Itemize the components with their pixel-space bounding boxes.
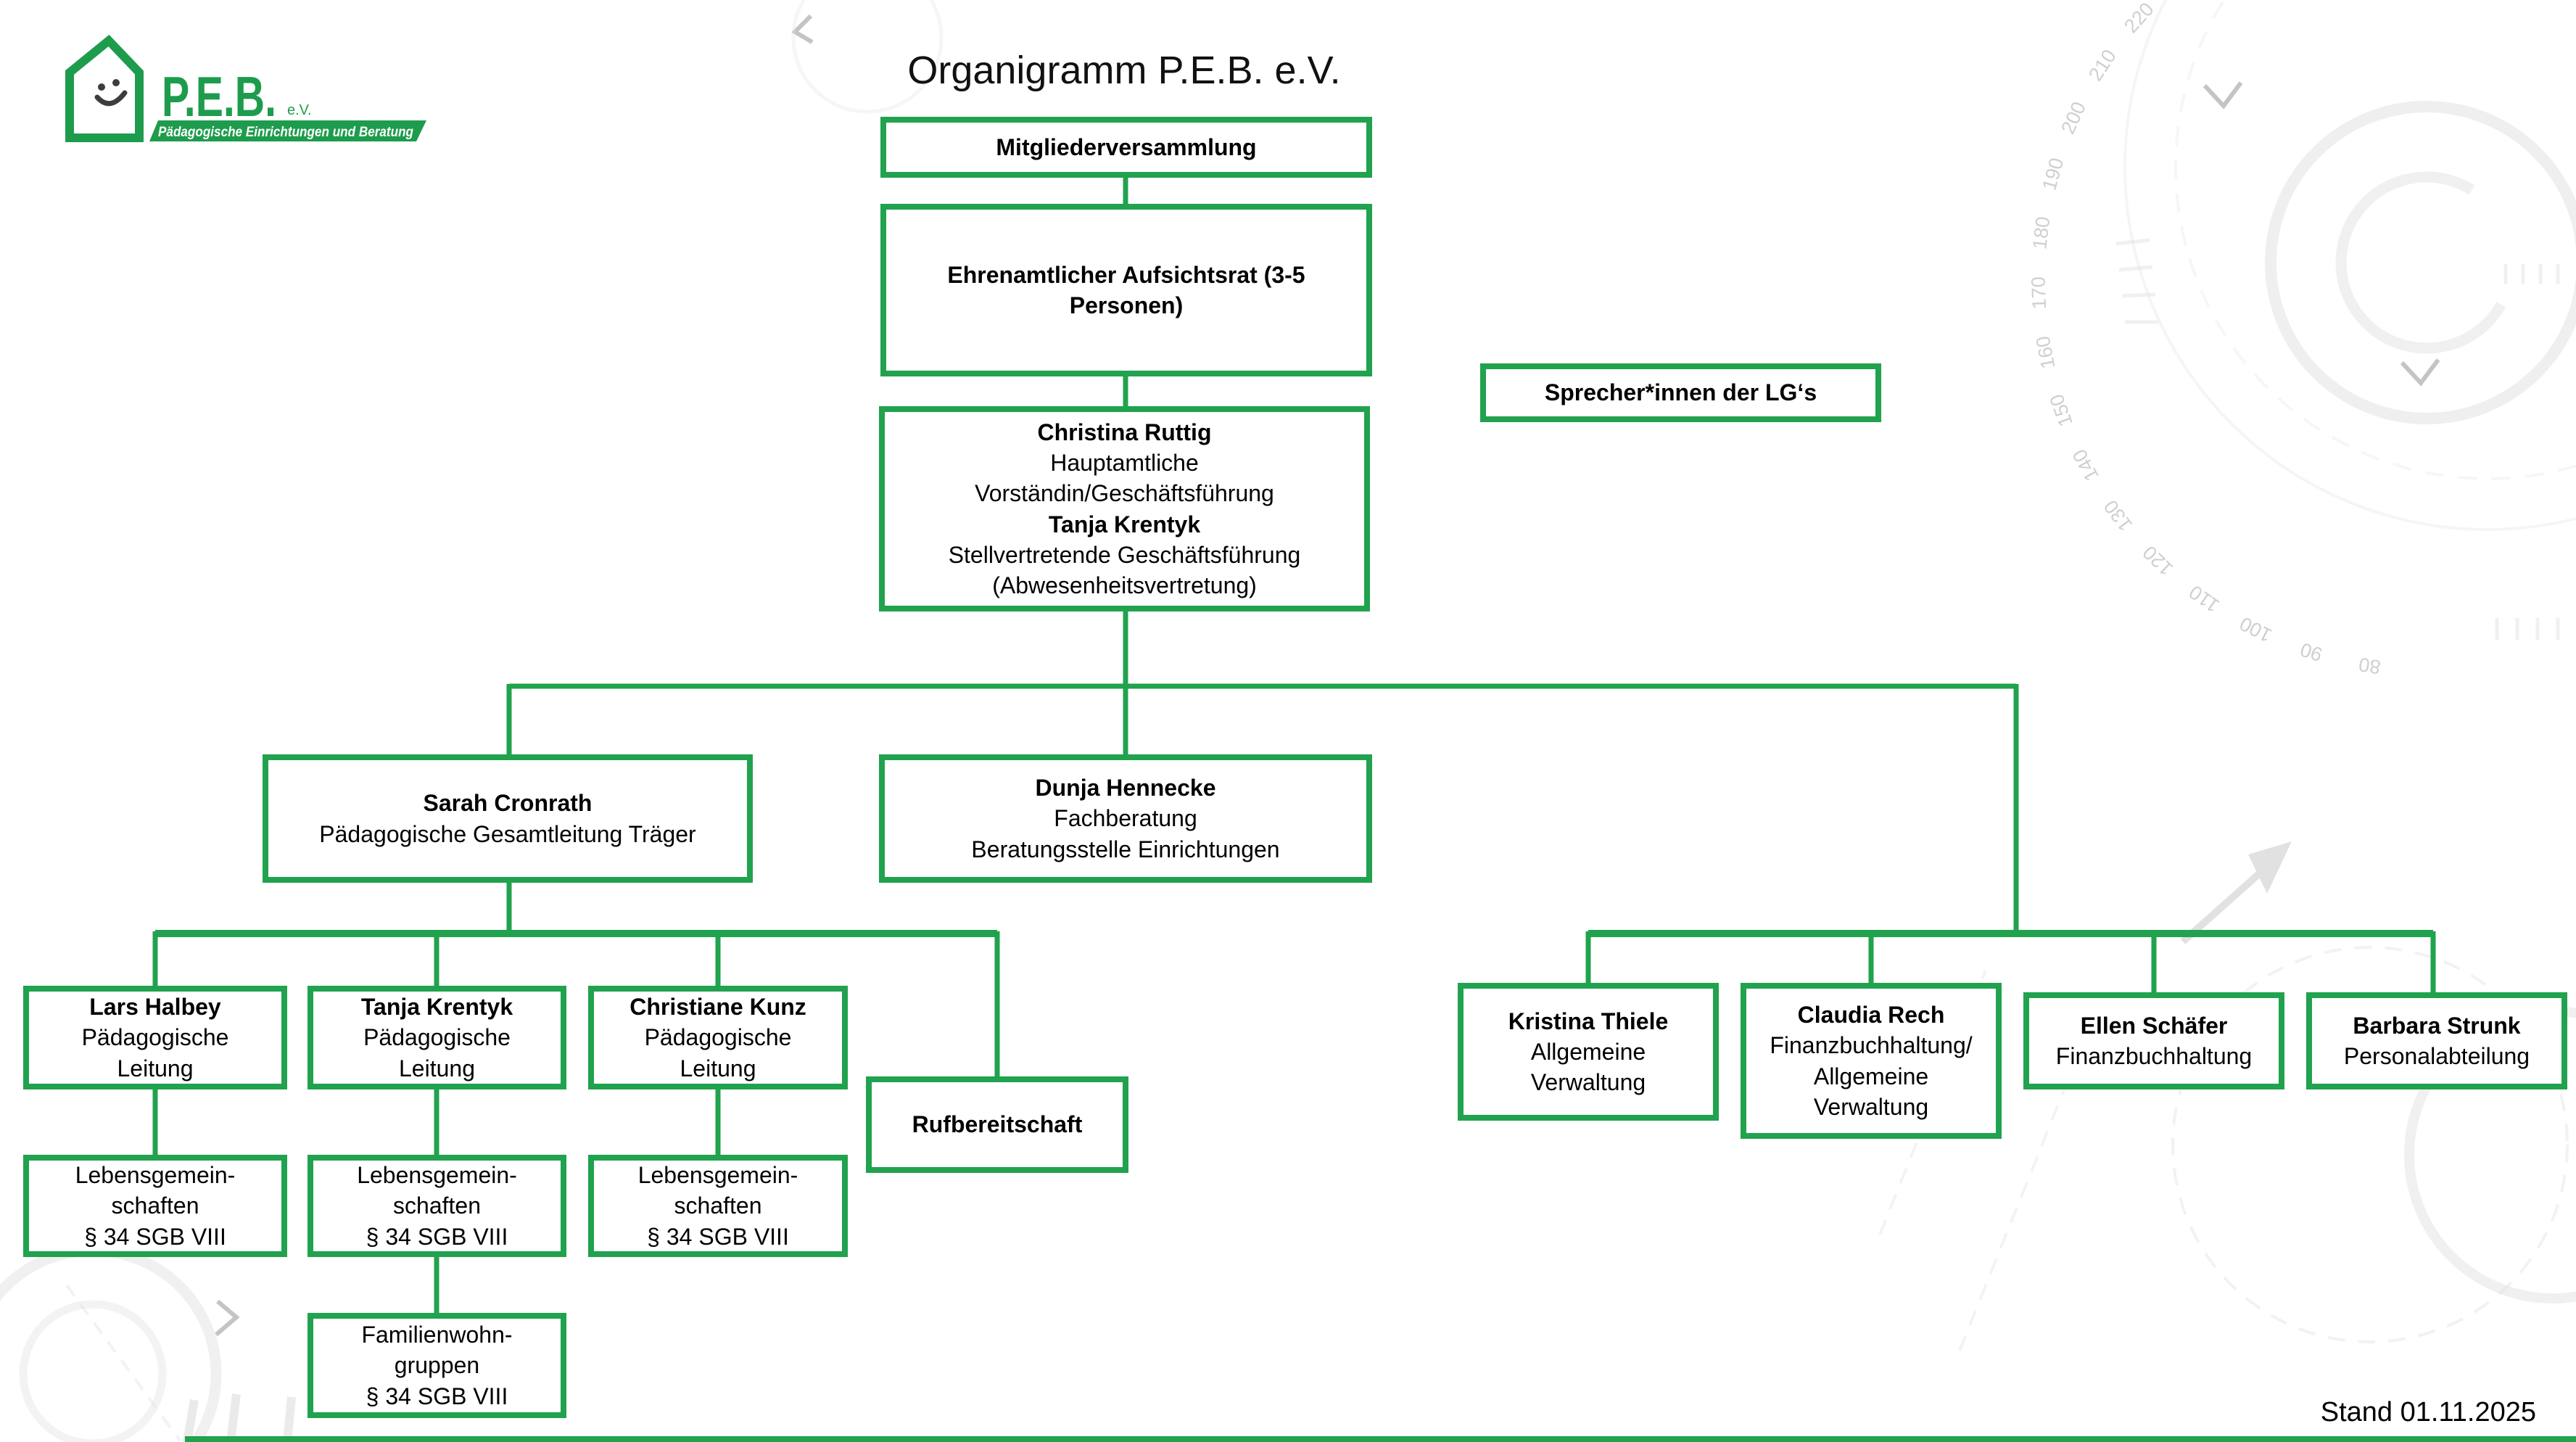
box-lebensgemeinschaften-1: Lebensgemein-schaften § 34 SGB VIII — [23, 1155, 287, 1257]
box-line: Christina Ruttig — [1037, 419, 1212, 445]
box-lebensgemeinschaften-3: Lebensgemein-schaften § 34 SGB VIII — [588, 1155, 848, 1257]
box-line: Fachberatung — [1054, 805, 1197, 832]
logo-tagline: Pädagogische Einrichtungen und Beratung — [158, 125, 413, 140]
box-line: Lebensgemein- — [357, 1162, 517, 1189]
logo-banner — [149, 120, 426, 141]
box-line: Sprecher*innen der LG‘s — [1544, 379, 1817, 406]
box-line: Allgemeine — [1813, 1063, 1929, 1089]
watermark-dashed-line-icon — [65, 1284, 181, 1442]
box-line: Finanzbuchhaltung — [2055, 1043, 2253, 1069]
box-line: § 34 SGB VIII — [366, 1383, 508, 1409]
box-line: Personalabteilung — [2343, 1043, 2530, 1069]
watermark-chevron-icons — [215, 14, 2440, 1337]
box-line: Ellen Schäfer — [2080, 1012, 2228, 1039]
box-familienwohngruppen: Familienwohn-gruppen § 34 SGB VIII — [307, 1313, 566, 1418]
box-line: Verwaltung — [1813, 1093, 1929, 1120]
watermark-arc-icon — [2335, 171, 2518, 354]
box-line: schaften — [674, 1192, 762, 1219]
box-line: Verwaltung — [1530, 1069, 1646, 1096]
box-line: Kristina Thiele — [1508, 1008, 1669, 1034]
box-line: Dunja Hennecke — [1035, 775, 1216, 802]
box-line: § 34 SGB VIII — [366, 1223, 508, 1250]
watermark-arc-icon — [791, 0, 944, 114]
box-line: Hauptamtliche — [1050, 450, 1199, 477]
logo-name: P.E.B. — [162, 65, 276, 128]
watermark-ticks-icon — [2115, 238, 2560, 640]
watermark-circle-icon — [2265, 101, 2576, 424]
box-line: Stellvertretende Geschäftsführung — [948, 541, 1301, 568]
box-line: Ehrenamtlicher Aufsichtsrat (3-5 — [947, 261, 1305, 288]
box-line: Lebensgemein- — [637, 1162, 798, 1189]
watermark-strokes-icon — [183, 1393, 296, 1442]
logo-smiley-icon — [94, 79, 128, 107]
box-line: Pädagogische — [363, 1024, 511, 1051]
box-line: Pädagogische — [81, 1024, 229, 1051]
box-line: Personen) — [1069, 292, 1184, 318]
box-line: Vorständin/Geschäftsführung — [975, 480, 1274, 507]
box-line: Barbara Strunk — [2353, 1012, 2521, 1039]
stand-date: Stand 01.11.2025 — [2320, 1397, 2536, 1427]
box-line: Pädagogische Gesamtleitung Träger — [319, 820, 696, 847]
page-title: Organigramm P.E.B. e.V. — [907, 49, 1341, 92]
box-line: Tanja Krentyk — [1048, 511, 1201, 537]
box-line: schaften — [393, 1192, 481, 1219]
watermark-gauge-number: 180 — [2028, 215, 2054, 250]
box-line: Familienwohn- — [361, 1322, 513, 1348]
logo-suffix: e.V. — [287, 102, 312, 118]
box-line: Leitung — [117, 1055, 194, 1082]
box-line: Christiane Kunz — [629, 994, 806, 1021]
box-line: Tanja Krentyk — [360, 994, 513, 1021]
peb-logo: P.E.B. e.V. Pädagogische Einrichtungen u… — [65, 34, 426, 142]
box-line: Sarah Cronrath — [423, 790, 593, 817]
box-line: Allgemeine — [1530, 1038, 1646, 1065]
box-line: Beratungsstelle Einrichtungen — [971, 836, 1280, 862]
box-line: Lars Halbey — [89, 994, 221, 1021]
box-mitgliederversammlung: Mitgliederversammlung — [880, 117, 1372, 178]
watermark-gauge-number: 80 — [2357, 654, 2382, 678]
watermark-dashed-circle-icon — [2171, 946, 2569, 1343]
footer-bar — [185, 1436, 2576, 1442]
watermark-outer-circle-icon — [2123, 0, 2576, 531]
box-sprecher-lg: Sprecher*innen der LG‘s — [1480, 363, 1881, 422]
box-line: § 34 SGB VIII — [84, 1223, 226, 1250]
box-line: gruppen — [394, 1352, 480, 1379]
box-line: Mitgliederversammlung — [996, 133, 1257, 160]
box-line: Leitung — [680, 1055, 756, 1082]
box-line: Pädagogische — [644, 1024, 792, 1051]
box-line: Lebensgemein- — [75, 1162, 236, 1189]
watermark-gauge-number: 170 — [2028, 276, 2051, 310]
box-line: Rufbereitschaft — [912, 1111, 1083, 1138]
box-line: § 34 SGB VIII — [647, 1223, 789, 1250]
box-line: Claudia Rech — [1797, 1002, 1945, 1029]
watermark-outer-dashed-circle-icon — [2174, 0, 2576, 480]
box-line: Finanzbuchhaltung/ — [1770, 1032, 1973, 1059]
box-line: schaften — [111, 1192, 199, 1219]
watermark-circle-icon — [19, 1300, 167, 1442]
box-line: Leitung — [399, 1055, 475, 1082]
box-rufbereitschaft: Rufbereitschaft — [866, 1076, 1128, 1173]
box-line: (Abwesenheitsvertretung) — [992, 572, 1257, 598]
box-lebensgemeinschaften-2: Lebensgemein-schaften § 34 SGB VIII — [307, 1155, 566, 1257]
